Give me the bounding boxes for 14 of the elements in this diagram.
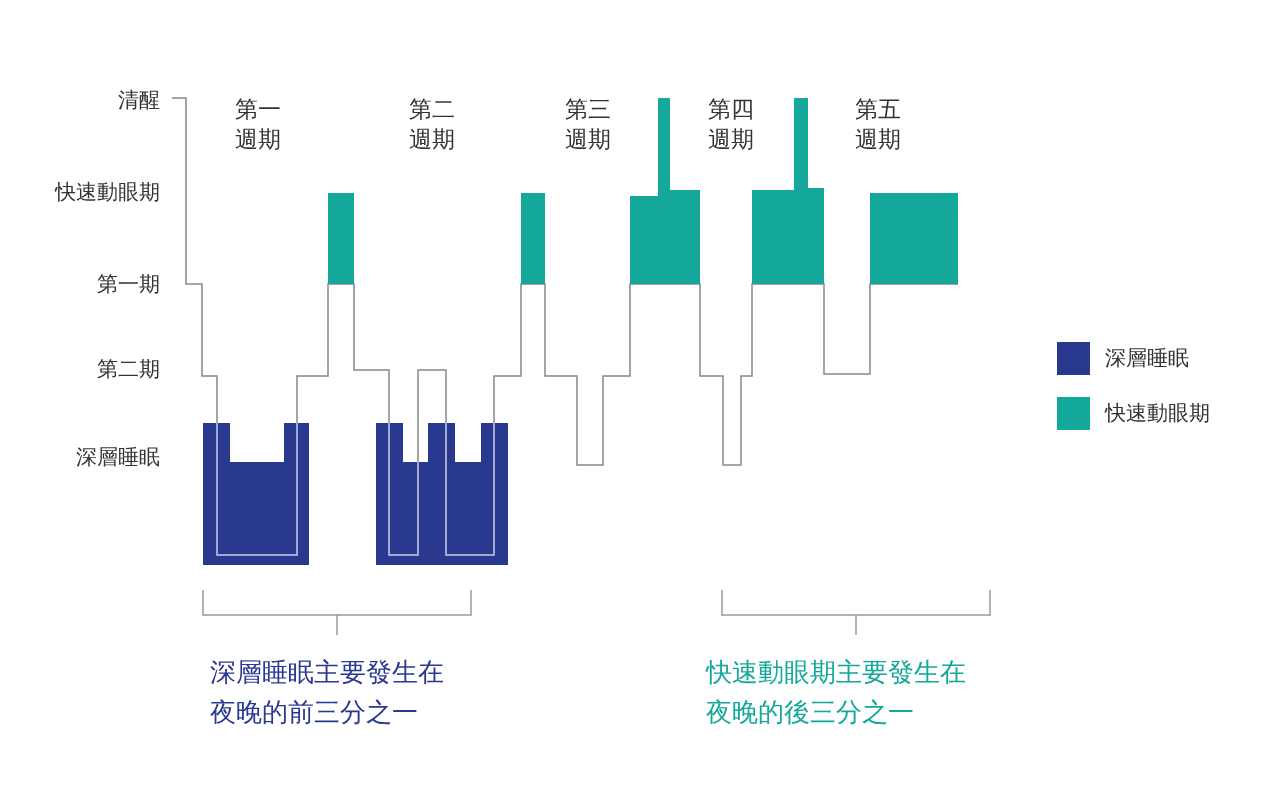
stage-label: 第一期 [96,271,160,298]
stage-label: 快速動眼期 [53,179,160,206]
legend-label: 快速動眼期 [1105,400,1210,427]
cycle-label: 第四週期 [708,95,755,154]
stage-label: 第二期 [96,356,160,383]
stage-label: 清醒 [117,87,160,114]
stage-label: 深層睡眠 [75,444,160,471]
cycle-label: 第一週期 [235,95,282,154]
legend-label: 深層睡眠 [1105,345,1189,372]
cycle-label: 第二週期 [409,95,456,154]
note-text: 深層睡眠主要發生在夜晚的前三分之一 [210,656,445,729]
note-text: 快速動眼期主要發生在夜晚的後三分之一 [706,656,967,729]
cycle-label: 第三週期 [565,95,612,154]
cycle-label: 第五週期 [855,95,902,154]
